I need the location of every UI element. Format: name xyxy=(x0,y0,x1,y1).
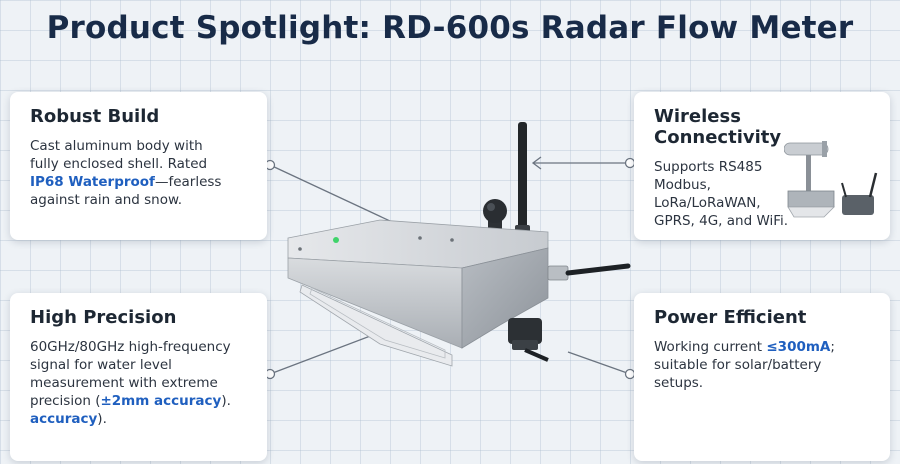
description-line: Working current xyxy=(654,339,767,355)
vent-knob-icon xyxy=(483,199,507,231)
feature-heading: Wireless Connectivity xyxy=(654,106,782,148)
description-line: signal for water level xyxy=(30,357,172,373)
feature-description: Cast aluminum body with fully enclosed s… xyxy=(30,137,247,209)
highlight-text: accuracy xyxy=(30,411,98,427)
arrow-icon xyxy=(531,156,542,170)
description-line: Cast aluminum body with xyxy=(30,138,203,154)
description-line: GPRS, 4G, and WiFi. xyxy=(654,213,789,229)
feature-card-high-precision: High Precision 60GHz/80GHz high-frequenc… xyxy=(10,293,267,461)
highlight-text: ±2mm accuracy xyxy=(100,393,222,409)
feature-description: Supports RS485 Modbus, LoRa/LoRaWAN, GPR… xyxy=(654,158,804,230)
bottom-gland-icon xyxy=(508,318,549,362)
feature-heading: Robust Build xyxy=(30,106,160,127)
description-line: —fearless xyxy=(154,174,222,190)
description-line: ; xyxy=(830,339,835,355)
feature-card-wireless-connectivity: Wireless Connectivity Supports RS485 Mod… xyxy=(634,92,890,240)
description-line: Supports RS485 xyxy=(654,159,763,175)
description-line: LoRa/LoRaWAN, xyxy=(654,195,761,211)
feature-heading: High Precision xyxy=(30,307,177,328)
feature-heading: Power Efficient xyxy=(654,307,807,328)
feature-card-power-efficient: Power Efficient Working current ≤300mA; … xyxy=(634,293,890,461)
feature-description: Working current ≤300mA; suitable for sol… xyxy=(654,338,870,392)
installation-photo-icon xyxy=(784,141,878,218)
description-line: against rain and snow. xyxy=(30,192,183,208)
cable-gland-icon xyxy=(547,263,631,281)
description-line: fully enclosed shell. Rated xyxy=(30,156,208,172)
description-line: setups. xyxy=(654,375,704,391)
highlight-text: ≤300mA xyxy=(766,339,831,355)
description-line: measurement with extreme xyxy=(30,375,218,391)
page-title: Product Spotlight: RD-600s Radar Flow Me… xyxy=(46,10,854,46)
description-line: 60GHz/80GHz high-frequency xyxy=(30,339,231,355)
description-line: ). xyxy=(97,411,107,427)
highlight-text: IP68 Waterproof xyxy=(30,174,155,190)
feature-card-robust-build: Robust Build Cast aluminum body with ful… xyxy=(10,92,267,240)
radar-device-body xyxy=(287,219,549,367)
description-line: suitable for solar/battery xyxy=(654,357,822,373)
description-line: ). xyxy=(221,393,231,409)
description-line: Modbus, xyxy=(654,177,711,193)
antenna-icon xyxy=(515,122,530,240)
description-line: precision ( xyxy=(30,393,101,409)
connector-lines xyxy=(269,162,631,375)
feature-description: 60GHz/80GHz high-frequency signal for wa… xyxy=(30,338,247,428)
